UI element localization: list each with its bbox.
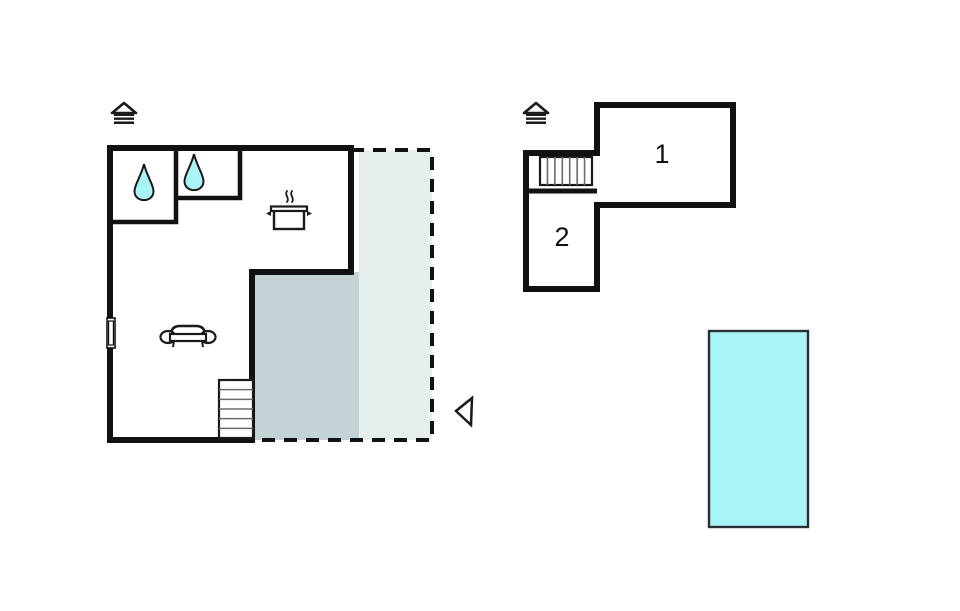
north-house-marker-icon [110,101,138,124]
window-opening [106,317,116,349]
staircase-horizontal-icon [217,378,255,440]
staircase-vertical-icon [538,155,594,187]
room-number-label: 2 [554,222,569,252]
room-number-label: 1 [654,139,669,169]
main-house-walls [107,145,354,443]
sofa-icon [159,324,217,348]
open-terrace [359,150,432,440]
north-house-marker-icon [522,101,550,124]
annex-walls [523,102,736,292]
terrace-dashed-boundary [252,148,434,442]
annex-interior [526,105,733,289]
bathroom-partition-walls [110,148,243,225]
water-drop-icon [183,153,205,192]
covered-terrace [252,272,359,440]
water-drop-icon [133,163,155,202]
viewpoint-cone-icon [454,395,474,428]
annex-house: 1 2 [523,102,736,292]
swimming-pool [707,329,810,529]
cooking-pot-icon [266,190,312,231]
